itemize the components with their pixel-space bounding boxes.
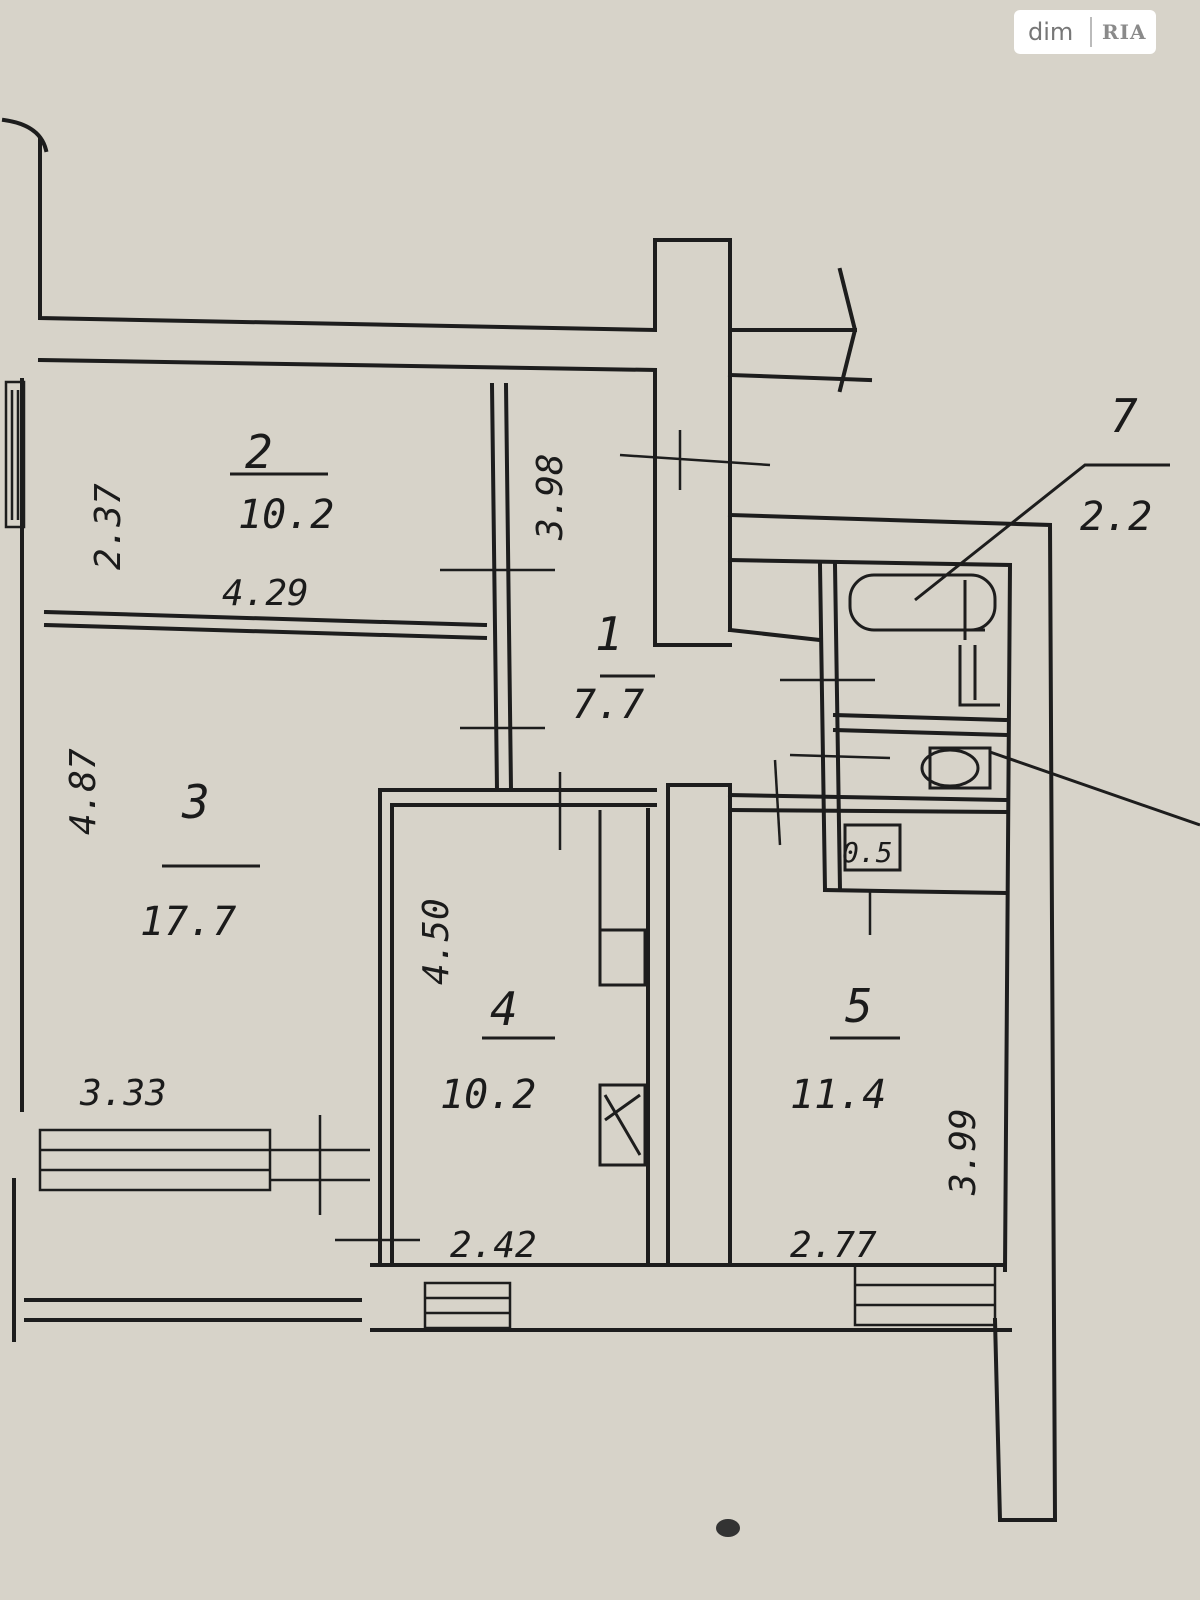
room-7-number: 7 xyxy=(1110,389,1138,443)
room-4-height-dim: 4.50 xyxy=(416,898,457,985)
paper-smudge xyxy=(716,1519,740,1537)
room-6-area: 0.5 xyxy=(842,836,893,869)
watermark-separator xyxy=(1090,17,1092,47)
room-4-area: 10.2 xyxy=(440,1072,536,1118)
window-marks xyxy=(4,380,997,1330)
door-marks xyxy=(335,430,891,1242)
room-2-number: 2 xyxy=(245,425,273,479)
room-number-underline xyxy=(162,472,900,1040)
watermark-ria-logo: RIA xyxy=(1102,20,1147,44)
room-2-area: 10.2 xyxy=(238,492,334,538)
room-5-number: 5 xyxy=(845,979,873,1033)
room-4-width-dim: 2.42 xyxy=(450,1225,537,1266)
room-3-width-dim: 3.33 xyxy=(79,1073,167,1114)
room-3-area: 17.7 xyxy=(140,899,236,945)
room-4-number: 4 xyxy=(490,982,518,1036)
room-3-height-dim: 4.87 xyxy=(63,748,104,835)
watermark-dim-text: dim xyxy=(1028,18,1074,46)
plumbing-fixtures xyxy=(598,573,1000,1167)
room-3-number: 3 xyxy=(181,775,210,829)
room-1-number: 1 xyxy=(595,607,623,661)
room-1-dim: 3.98 xyxy=(530,453,571,541)
interior-partitions xyxy=(43,382,1008,1267)
room-5-width-dim: 2.77 xyxy=(790,1225,877,1266)
leader-line-offpage xyxy=(989,750,1200,827)
room-5-height-dim: 3.99 xyxy=(943,1108,984,1196)
room-7-area: 2.2 xyxy=(1080,494,1152,540)
room-5-area: 11.4 xyxy=(790,1072,886,1118)
room-2-width-dim: 4.29 xyxy=(222,573,309,614)
room-2-height-dim: 2.37 xyxy=(88,483,129,570)
leader-line-room-7 xyxy=(914,463,1170,602)
room-1-area: 7.7 xyxy=(572,682,644,728)
building-walls xyxy=(1,117,1058,1522)
dimria-watermark: dim RIA xyxy=(1014,10,1156,54)
